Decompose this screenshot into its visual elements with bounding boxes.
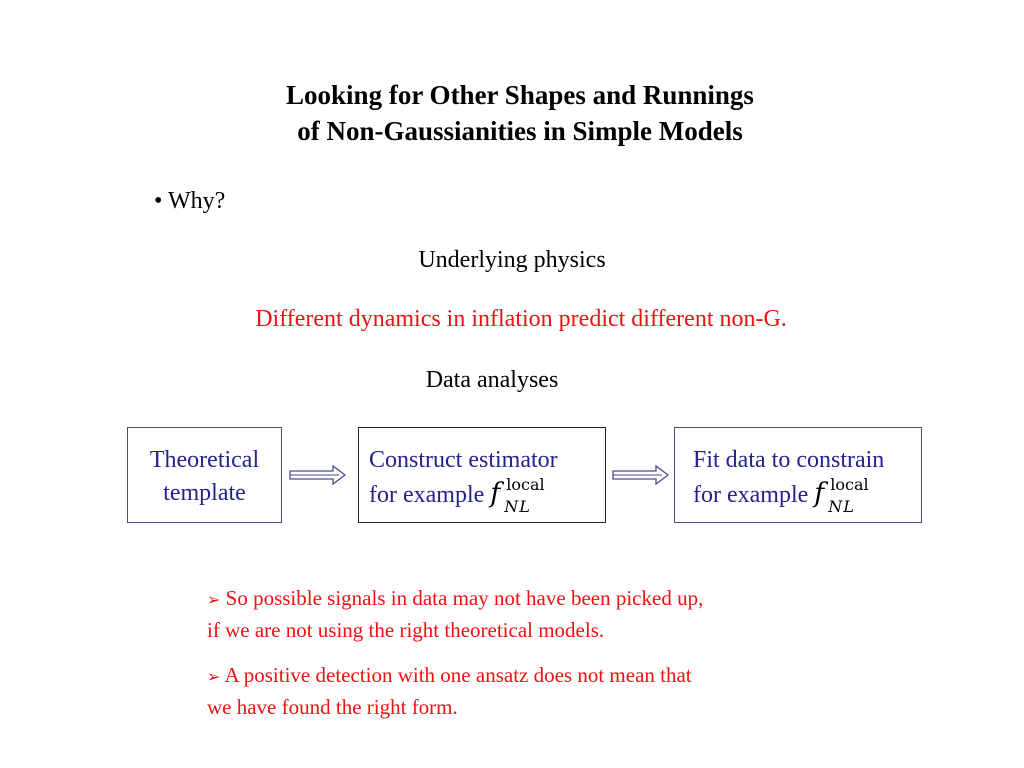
slide-title-line-1: Looking for Other Shapes and Runnings xyxy=(286,80,754,110)
arrow-bullet-icon: ➢ xyxy=(207,667,221,686)
arrow-right-icon xyxy=(289,465,347,485)
box2-line-1: Construct estimator xyxy=(369,447,558,473)
data-analyses-label: Data analyses xyxy=(425,367,559,393)
slide-title: Looking for Other Shapes and Runnings of… xyxy=(0,77,1024,149)
box2-for-example: for example xyxy=(369,482,485,508)
fnl-f: f xyxy=(490,478,501,509)
slide-title-line-2: of Non-Gaussianities in Simple Models xyxy=(297,116,743,146)
fnl-superscript: local xyxy=(830,475,869,494)
fnl-subscript: NL xyxy=(828,497,855,516)
bullet-signals: ➢ So possible signals in data may not ha… xyxy=(207,583,847,646)
fnl-superscript: local xyxy=(506,475,545,494)
box1-line-2: template xyxy=(163,480,246,506)
bullet-signals-text-2: if we are not using the right theoretica… xyxy=(207,618,605,642)
bullet-detection-line-1: ➢ A positive detection with one ansatz d… xyxy=(207,660,847,692)
box3-line-1: Fit data to constrain xyxy=(693,447,885,473)
fnl-f: f xyxy=(814,478,825,509)
bullet-detection-text-2: we have found the right form. xyxy=(207,695,458,719)
fnl-subscript: NL xyxy=(504,497,531,516)
arrow-bullet-icon: ➢ xyxy=(207,590,221,609)
dynamics-statement: Different dynamics in inflation predict … xyxy=(255,306,787,332)
box3-for-example: for example xyxy=(693,482,809,508)
why-bullet: • Why? xyxy=(154,188,226,214)
bullet-signals-line-1: ➢ So possible signals in data may not ha… xyxy=(207,583,847,615)
bullet-signals-text-1: So possible signals in data may not have… xyxy=(225,586,704,610)
bullet-detection-text-1: A positive detection with one ansatz doe… xyxy=(224,663,692,687)
theoretical-template-box: Theoretical template xyxy=(127,427,282,523)
underlying-physics-label: Underlying physics xyxy=(418,247,606,273)
arrow-right-icon xyxy=(612,465,670,485)
box1-line-1: Theoretical xyxy=(149,447,260,473)
bullet-detection: ➢ A positive detection with one ansatz d… xyxy=(207,660,847,723)
